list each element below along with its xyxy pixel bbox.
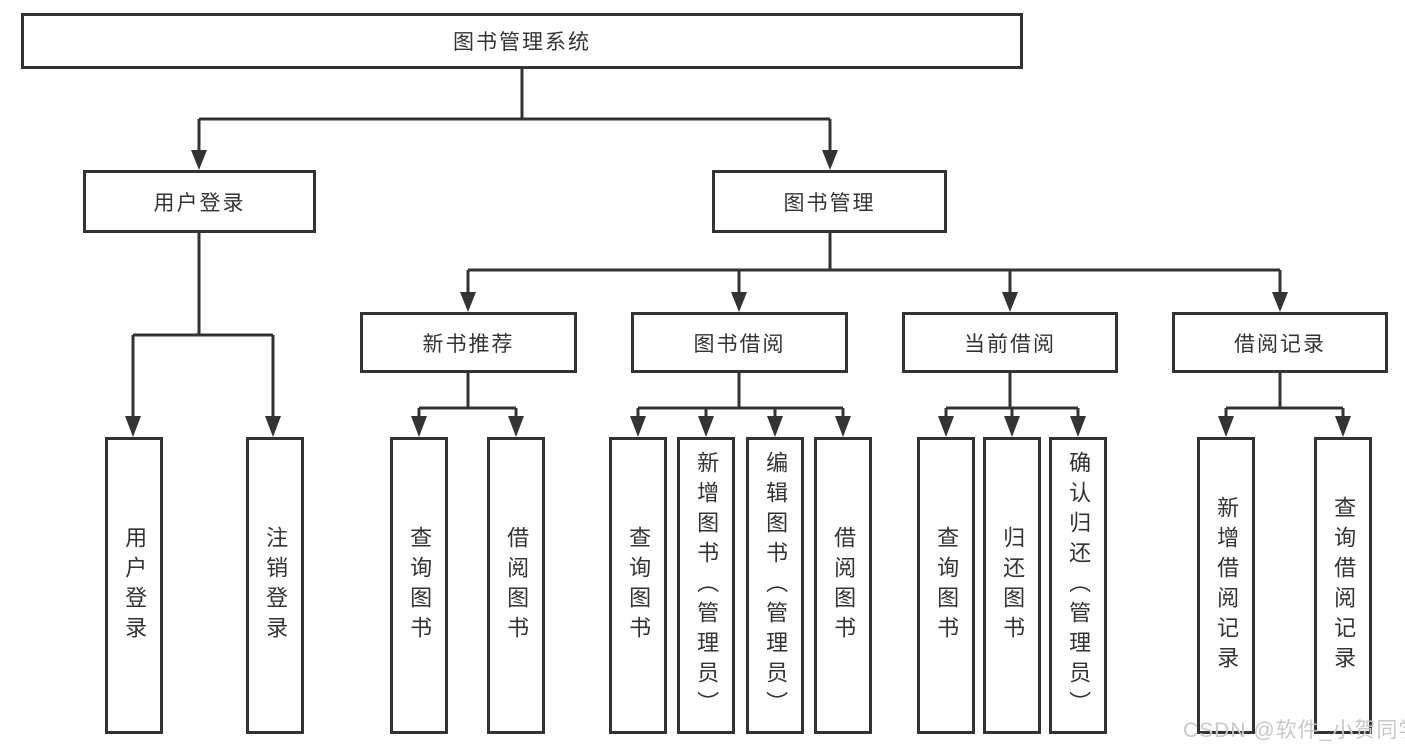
leaf-borrow-books: 借阅图书: [814, 437, 872, 734]
csdn-watermark: CSDN @软件_小贺同学: [1183, 719, 1405, 742]
leaf-edit-books-admin-label: 编辑图书（管理员）: [763, 450, 789, 721]
leaf-logout: 注销登录: [246, 437, 304, 734]
leaf-edit-books-admin: 编辑图书（管理员）: [746, 437, 804, 734]
node-new-book-recommend: 新书推荐: [360, 312, 577, 373]
leaf-query-books-recommend: 查询图书: [390, 437, 448, 734]
leaf-confirm-return-admin: 确认归还（管理员）: [1049, 437, 1107, 734]
leaf-query-borrow-record: 查询借阅记录: [1314, 437, 1372, 734]
leaf-logout-label: 注销登录: [263, 525, 289, 646]
leaf-borrow-books-recommend-label: 借阅图书: [504, 525, 530, 646]
leaf-query-books-borrow: 查询图书: [609, 437, 667, 734]
arrowheads: [125, 150, 1351, 437]
node-borrow-records: 借阅记录: [1172, 312, 1388, 373]
node-user-login: 用户登录: [83, 170, 316, 233]
node-book-borrow: 图书借阅: [631, 312, 848, 373]
leaf-query-books-current-label: 查询图书: [934, 525, 960, 646]
leaf-add-books-admin-label: 新增图书（管理员）: [694, 450, 720, 721]
leaf-query-books-current: 查询图书: [917, 437, 975, 734]
leaf-add-borrow-record-label: 新增借阅记录: [1214, 495, 1240, 676]
leaf-borrow-books-label: 借阅图书: [831, 525, 857, 646]
leaf-return-books: 归还图书: [983, 437, 1041, 734]
leaf-query-books-recommend-label: 查询图书: [407, 525, 433, 646]
leaf-borrow-books-recommend: 借阅图书: [487, 437, 545, 734]
node-book-management: 图书管理: [712, 170, 947, 233]
leaf-user-login: 用户登录: [105, 437, 163, 734]
leaf-query-borrow-record-label: 查询借阅记录: [1331, 495, 1357, 676]
node-root-library-system: 图书管理系统: [21, 13, 1023, 69]
node-current-borrow: 当前借阅: [902, 312, 1118, 373]
leaf-add-books-admin: 新增图书（管理员）: [677, 437, 735, 734]
leaf-confirm-return-admin-label: 确认归还（管理员）: [1066, 450, 1092, 721]
leaf-return-books-label: 归还图书: [1000, 525, 1026, 646]
leaf-add-borrow-record: 新增借阅记录: [1197, 437, 1255, 734]
leaf-user-login-label: 用户登录: [122, 525, 148, 646]
leaf-query-books-borrow-label: 查询图书: [626, 525, 652, 646]
